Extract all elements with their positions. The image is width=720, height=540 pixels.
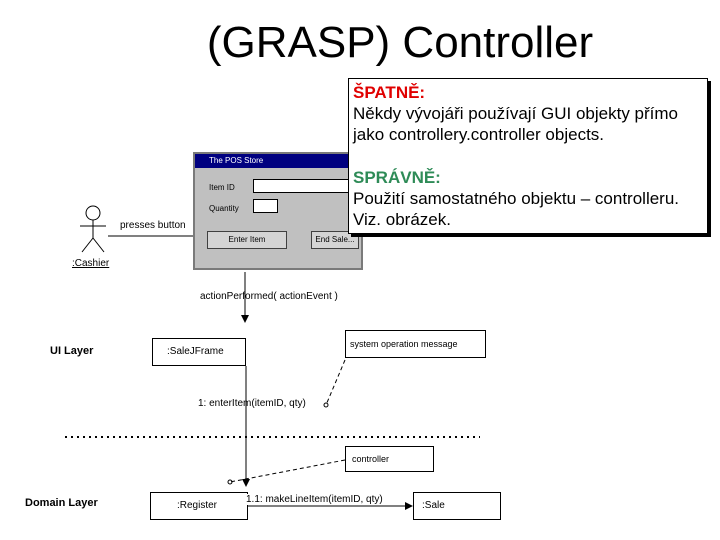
ui-layer-label: UI Layer xyxy=(50,345,94,357)
action-performed-label: actionPerformed( actionEvent ) xyxy=(200,291,338,302)
dialog-title-bar: The POS Store xyxy=(195,154,361,168)
register-box: :Register xyxy=(150,492,248,520)
register-label: :Register xyxy=(177,500,218,511)
enter-item-message: 1: enterItem(itemID, qty) xyxy=(198,398,306,409)
pos-dialog-window: The POS Store Item ID Quantity Enter Ite… xyxy=(193,152,363,270)
quantity-input[interactable] xyxy=(253,199,278,213)
system-operation-note-text: system operation message xyxy=(350,339,458,349)
cashier-label: :Cashier xyxy=(72,258,110,269)
item-id-label: Item ID xyxy=(209,183,235,192)
controller-note-text: controller xyxy=(352,454,390,464)
sale-frame-box: :SaleJFrame xyxy=(152,338,246,366)
sale-label: :Sale xyxy=(422,500,445,511)
dialog-title-text: The POS Store xyxy=(209,156,264,165)
slide-title: (GRASP) Controller xyxy=(206,18,594,67)
enter-item-button[interactable]: Enter Item xyxy=(207,231,287,249)
make-line-item-message: 1.1: makeLineItem(itemID, qty) xyxy=(246,494,383,505)
cashier-actor-icon xyxy=(80,205,106,253)
controller-note: controller xyxy=(345,446,434,472)
good-heading: SPRÁVNĚ: xyxy=(353,168,441,187)
presses-button-label: presses button xyxy=(120,220,186,231)
item-id-input[interactable] xyxy=(253,179,351,193)
sale-box: :Sale xyxy=(413,492,501,520)
bad-heading: ŠPATNĚ: xyxy=(353,83,426,102)
quantity-label: Quantity xyxy=(209,204,239,213)
bad-text: Někdy vývojáři používají GUI objekty pří… xyxy=(353,104,679,144)
sale-frame-label: :SaleJFrame xyxy=(167,346,224,357)
domain-layer-label: Domain Layer xyxy=(25,497,98,509)
controller-connector xyxy=(229,459,346,483)
good-text: Použití samostatného objektu – controlle… xyxy=(353,189,680,229)
end-sale-button[interactable]: End Sale... xyxy=(311,231,359,249)
note-connector xyxy=(325,359,346,406)
callout-box: ŠPATNĚ: Někdy vývojáři používají GUI obj… xyxy=(348,78,708,234)
system-operation-note: system operation message xyxy=(345,330,486,358)
